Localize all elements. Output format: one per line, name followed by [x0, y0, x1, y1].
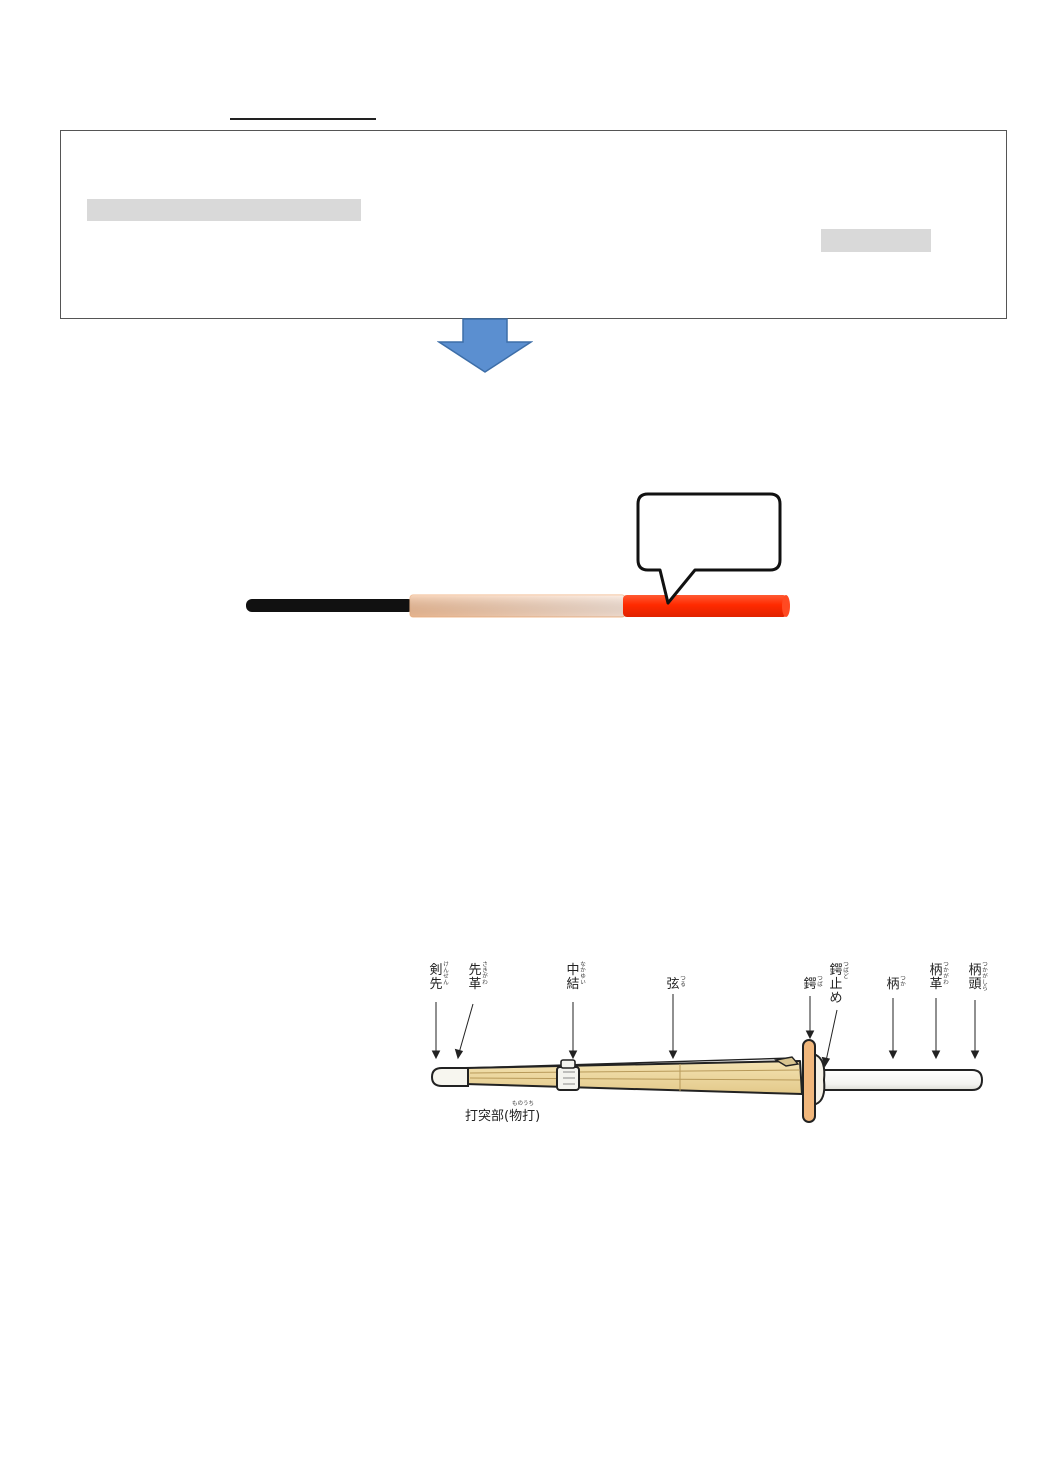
strike-caption: 打突部(物打) [465, 1108, 540, 1124]
shinai-tsuba [802, 1039, 816, 1123]
label-tsubadome-char: 止 [829, 977, 842, 992]
label-tsubadome-ruby: ど [843, 972, 849, 980]
label-tsubadome: 鍔止め つばど [829, 962, 849, 1006]
shinai-diagram: 剣先けんせん先革さきがわ中結なかゆい弦つる鍔つば鍔止めつばど柄つか柄革つかがわ柄… [429, 961, 988, 1124]
shinai-labels: 剣先けんせん先革さきがわ中結なかゆい弦つる鍔つば鍔止めつばど柄つか柄革つかがわ柄… [429, 961, 988, 1006]
down-arrow-shape [437, 318, 533, 373]
label-tsukagawa-ruby: つ [943, 962, 949, 968]
info-box [60, 130, 1007, 319]
label-tsukagashira-ruby: つ [982, 962, 988, 968]
label-nakayui-ruby: か [580, 967, 586, 974]
label-tsukagashira-ruby: が [982, 972, 988, 980]
label-nakayui-ruby: い [580, 979, 586, 986]
label-tsukagashira-ruby: ら [982, 985, 988, 992]
label-tsukagawa-ruby: わ [943, 979, 949, 986]
label-kensen-ruby: け [443, 961, 449, 968]
label-tsuka-ruby: か [900, 981, 906, 988]
label-tsukagashira-char: 柄 [968, 963, 981, 978]
bar-tip [623, 595, 787, 617]
label-tsukagawa-char: 革 [929, 977, 942, 992]
bar-diagram [246, 492, 790, 618]
label-sakigawa-char: 先 [468, 963, 481, 978]
speech-bubble-icon [636, 492, 782, 605]
shinai-grip [817, 1069, 984, 1091]
label-tsuka-ruby: つ [900, 976, 906, 982]
label-nakayui-ruby: ゆ [580, 973, 586, 980]
label-tsuru: 弦つる [666, 976, 685, 992]
label-tsuba-char: 鍔 [803, 977, 816, 992]
shinai-illustration [430, 1039, 984, 1123]
label-tsuba: 鍔つば [803, 976, 823, 992]
label-tsubadome-char: め [829, 991, 842, 1006]
label-nakayui-char: 中 [566, 963, 579, 978]
label-tsukagawa-ruby: が [943, 972, 949, 980]
strike-ruby: ものうち [512, 1100, 534, 1107]
label-kensen-char: 先 [429, 977, 442, 992]
label-kensen-char: 剣 [429, 963, 442, 978]
label-sakigawa-ruby: わ [482, 979, 488, 986]
label-tsuru-ruby: る [680, 981, 686, 988]
label-tsukagawa-ruby: か [943, 967, 949, 974]
highlight-bar-1 [87, 199, 361, 221]
label-tsukagawa-char: 柄 [929, 963, 942, 978]
label-tsuka-char: 柄 [886, 977, 899, 992]
label-tsuru-char: 弦 [666, 976, 679, 992]
label-tsukagashira-ruby: し [982, 979, 988, 986]
label-tsuru-ruby: つ [680, 976, 686, 982]
label-sakigawa-ruby: さ [482, 961, 488, 968]
shinai-tip-cap [430, 1067, 469, 1087]
label-kensen-ruby: せ [443, 973, 449, 980]
label-tsuba-ruby: ば [817, 980, 823, 988]
label-nakayui-char: 結 [566, 977, 579, 992]
label-nakayui-ruby: な [580, 961, 586, 968]
label-tsubadome-ruby: ば [843, 966, 849, 974]
title-underline [230, 118, 376, 120]
label-tsuba-ruby: つ [817, 976, 823, 982]
pointer-arrows [431, 994, 980, 1068]
label-tsuka: 柄つか [886, 976, 906, 992]
label-tsubadome-char: 鍔 [829, 963, 842, 978]
bar-handle [246, 599, 414, 612]
label-sakigawa-ruby: が [482, 972, 488, 980]
label-tsukagashira-char: 頭 [968, 977, 981, 992]
label-kensen-ruby: ん [443, 967, 449, 974]
label-sakigawa-char: 革 [468, 977, 481, 992]
label-tsubadome-ruby: つ [843, 962, 849, 968]
label-sakigawa-ruby: き [482, 967, 488, 974]
highlight-bar-2 [821, 229, 931, 252]
down-arrow-icon [437, 318, 533, 373]
label-tsukagashira-ruby: か [982, 967, 988, 974]
label-kensen-ruby: ん [443, 979, 449, 986]
